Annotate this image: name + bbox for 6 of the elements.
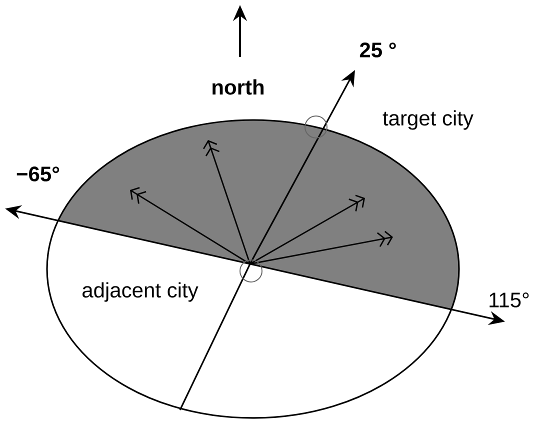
text-label: adjacent city [82,282,198,302]
text-label: north [212,79,264,95]
text-label: 115° [490,292,529,308]
text-label: 25 ° [360,42,396,58]
text-label: −65° [16,166,60,182]
text-label: target city [382,110,474,130]
